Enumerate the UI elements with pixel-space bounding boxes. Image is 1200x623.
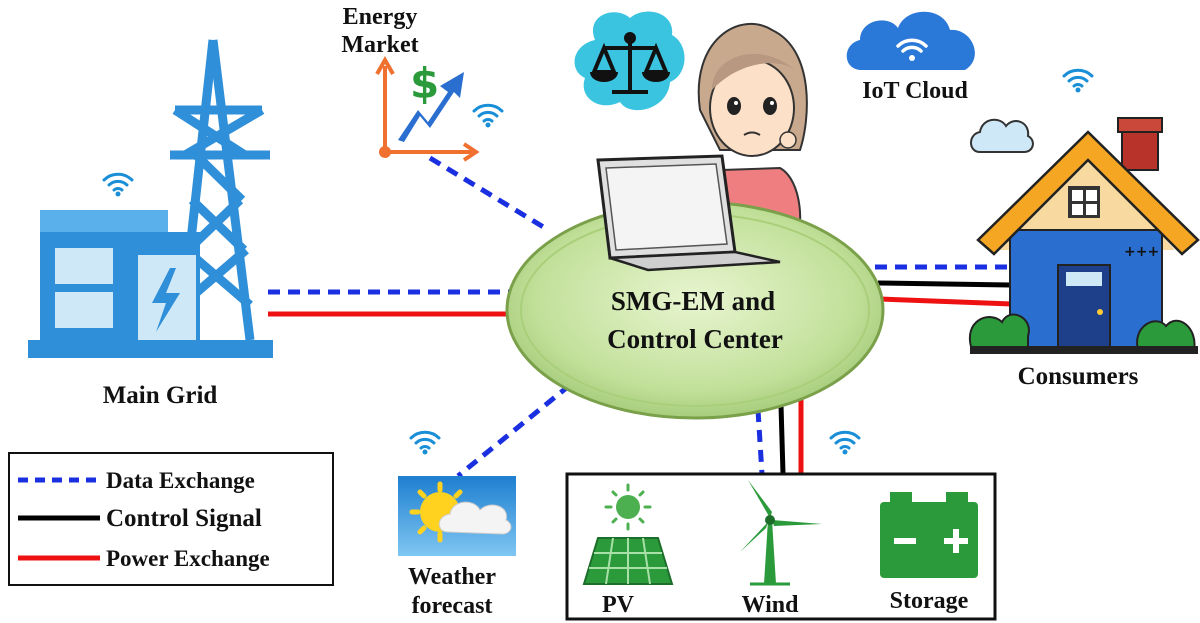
small-cloud-icon [970, 118, 1034, 153]
consumers-node: +++ Consumers [969, 68, 1200, 390]
consumer-control-line [877, 280, 1011, 288]
control-center-node: SMG-EM and Control Center [505, 154, 885, 420]
legend-label-2: Power Exchange [106, 546, 270, 571]
wifi-icon [102, 172, 134, 198]
battery-storage-icon [880, 492, 978, 578]
main-grid-node: Main Grid [28, 39, 273, 409]
energy-market-label-line2: Market [341, 32, 418, 58]
cloud-icon [438, 501, 512, 535]
main-grid-label: Main Grid [103, 382, 218, 409]
wifi-icon [896, 38, 928, 61]
wifi-icon [472, 103, 504, 129]
sources-control-line [778, 404, 786, 475]
energy-market-label-line1: Energy [343, 4, 418, 30]
market-data-line [428, 155, 547, 231]
control-center-label-line1: SMG-EM and [611, 286, 775, 316]
scales-of-justice-icon [590, 32, 670, 94]
svg-text:+++: +++ [1124, 244, 1159, 260]
wind-turbine-icon [740, 480, 822, 586]
weather-label-line2: forecast [412, 593, 493, 619]
house-icon: +++ [969, 117, 1200, 354]
wind-label: Wind [742, 592, 800, 618]
market-chart-icon: $ [375, 55, 480, 162]
pv-label: PV [602, 592, 635, 618]
connection-lines [268, 155, 1013, 478]
iot-cloud-label: IoT Cloud [862, 78, 968, 104]
sources-data-line [755, 409, 765, 475]
sun-icon [409, 481, 463, 543]
power-station-icon [28, 210, 273, 358]
energy-market-node: Energy Market $ [341, 4, 504, 162]
control-center-label-line2: Control Center [607, 324, 783, 354]
wifi-icon [1062, 68, 1094, 94]
weather-label-line1: Weather [408, 564, 496, 590]
dollar-icon: $ [410, 59, 439, 108]
consumer-power-line [879, 296, 1013, 307]
storage-label: Storage [890, 588, 969, 614]
legend-label-1: Control Signal [106, 505, 262, 532]
legend-label-0: Data Exchange [106, 468, 255, 493]
wifi-icon [409, 430, 441, 456]
iot-cloud-node: IoT Cloud [846, 11, 975, 104]
consumers-label: Consumers [1018, 363, 1139, 390]
regulation-node [574, 11, 685, 111]
pv-solar-panel-icon [582, 483, 674, 585]
sources-node: PV Wind Storage [565, 430, 997, 621]
wifi-icon [829, 430, 861, 456]
weather-data-line [456, 383, 572, 478]
laptop-icon [596, 154, 781, 272]
weather-node: Weather forecast [398, 430, 516, 619]
